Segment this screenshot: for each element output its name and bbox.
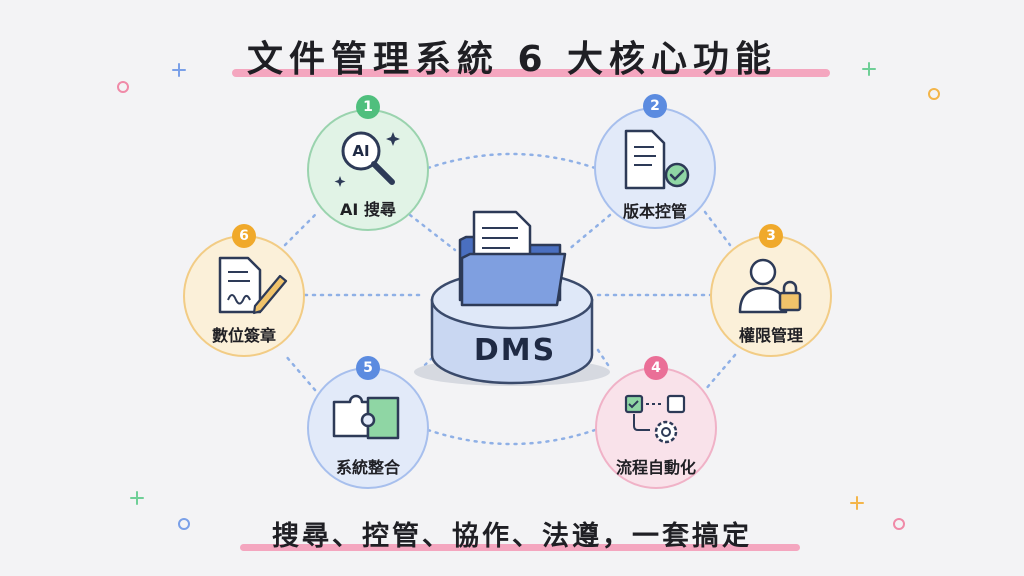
feature-node-4[interactable] — [595, 356, 717, 489]
deco-circle — [178, 518, 190, 530]
feature-node-1[interactable] — [307, 95, 429, 231]
ai-icon-text: AI — [352, 142, 370, 160]
connector-center-4 — [596, 348, 610, 367]
feature-label-3: 權限管理 — [738, 326, 803, 345]
feature-label-5: 系統整合 — [335, 458, 400, 477]
feature-label-1: AI 搜尋 — [340, 200, 396, 219]
deco-plus — [130, 491, 144, 505]
folder-icon — [458, 210, 567, 307]
connector-4-5 — [426, 428, 597, 446]
feature-label-6: 數位簽章 — [211, 326, 276, 345]
deco-circle — [928, 88, 940, 100]
page-title: 文件管理系統 6 大核心功能 — [246, 39, 778, 80]
ai-magnifier-icon — [334, 131, 400, 187]
deco-plus — [862, 62, 876, 76]
connector-center-1 — [408, 213, 457, 252]
badge-4 — [644, 356, 668, 380]
dms-label: DMS — [473, 333, 557, 368]
workflow-gear-icon — [624, 394, 686, 444]
badge-6 — [232, 224, 256, 248]
connector-6-1 — [283, 210, 320, 247]
badge-2 — [643, 94, 667, 118]
feature-label-2: 版本控管 — [622, 202, 687, 221]
badge-number-2: 2 — [650, 98, 660, 114]
connector-2-3 — [703, 210, 732, 247]
deco-plus — [850, 496, 864, 510]
feature-node-6[interactable] — [183, 224, 305, 357]
signature-pen-icon — [218, 256, 288, 315]
badge-number-4: 4 — [651, 360, 661, 376]
dms-center — [414, 210, 610, 386]
badge-3 — [759, 224, 783, 248]
badge-number-1: 1 — [363, 99, 373, 115]
connector-5-6 — [283, 353, 317, 392]
deco-circle — [117, 81, 129, 93]
deco-circle — [893, 518, 905, 530]
decorative-sparkles — [117, 62, 940, 530]
badge-number-3: 3 — [766, 228, 776, 244]
badge-number-5: 5 — [363, 360, 373, 376]
connector-1-2 — [426, 152, 597, 170]
feature-node-3[interactable] — [710, 224, 832, 357]
feature-node-5[interactable] — [307, 356, 429, 489]
badge-number-6: 6 — [239, 228, 249, 244]
deco-plus — [172, 63, 186, 77]
document-check-icon — [624, 129, 690, 190]
title-underline — [232, 69, 830, 77]
feature-node-2[interactable] — [594, 94, 716, 229]
connector-3-4 — [703, 353, 737, 392]
footer-slogan: 搜尋、控管、協作、法遵，一套搞定 — [272, 521, 752, 552]
badge-1 — [356, 95, 380, 119]
badge-5 — [356, 356, 380, 380]
footer-underline — [240, 544, 800, 551]
feature-label-4: 流程自動化 — [615, 458, 696, 477]
puzzle-icon — [332, 394, 400, 440]
user-lock-icon — [738, 258, 802, 314]
connector-center-2 — [566, 213, 612, 252]
